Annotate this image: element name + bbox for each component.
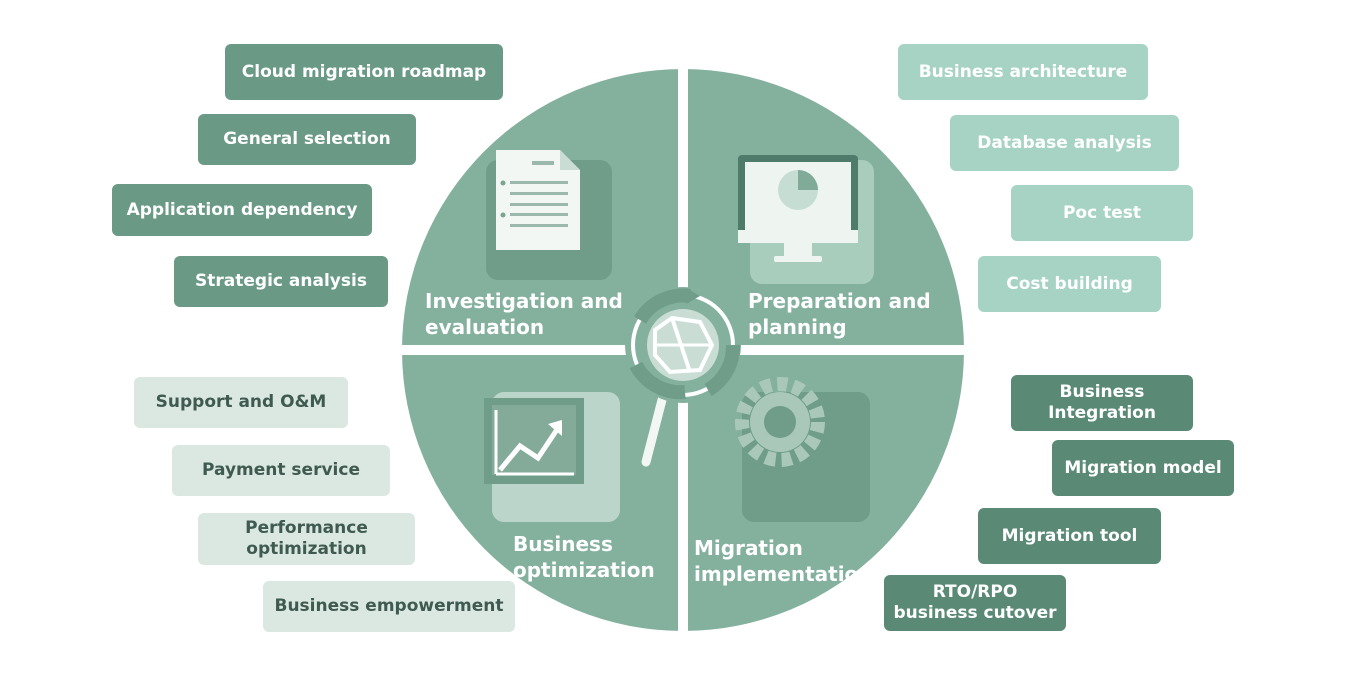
chip-business-empowerment: Business empowerment [263,581,515,632]
monitor-pie-chart-icon [738,155,874,284]
chip-application-dependency: Application dependency [112,184,372,236]
chip-database-analysis: Database analysis [950,115,1179,171]
chip-performance-optimization: Performance optimization [198,513,415,565]
quadrant-label-bottom-left: Business optimization [513,532,655,582]
chip-business-architecture: Business architecture [898,44,1148,100]
chip-poc-test: Poc test [1011,185,1193,241]
gear-icon [735,377,870,522]
chip-migration-tool: Migration tool [978,508,1161,564]
quadrant-label-bottom-right: Migration implementation [694,536,873,586]
document-icon [486,150,612,280]
chip-general-selection: General selection [198,114,416,165]
chip-cost-building: Cost building [978,256,1161,312]
chip-cloud-migration-roadmap: Cloud migration roadmap [225,44,503,100]
quadrant-label-top-right: Preparation and planning [748,289,931,339]
chip-migration-model: Migration model [1052,440,1234,496]
growth-chart-icon [484,392,620,522]
chip-strategic-analysis: Strategic analysis [174,256,388,307]
chip-support-and-om: Support and O&M [134,377,348,428]
chip-rto-rpo-business-cutover: RTO/RPO business cutover [884,575,1066,631]
chip-payment-service: Payment service [172,445,390,496]
map-with-cycle-arrows-icon [625,287,741,467]
chip-business-integration: Business Integration [1011,375,1193,431]
quadrant-label-top-left: Investigation and evaluation [425,289,623,339]
